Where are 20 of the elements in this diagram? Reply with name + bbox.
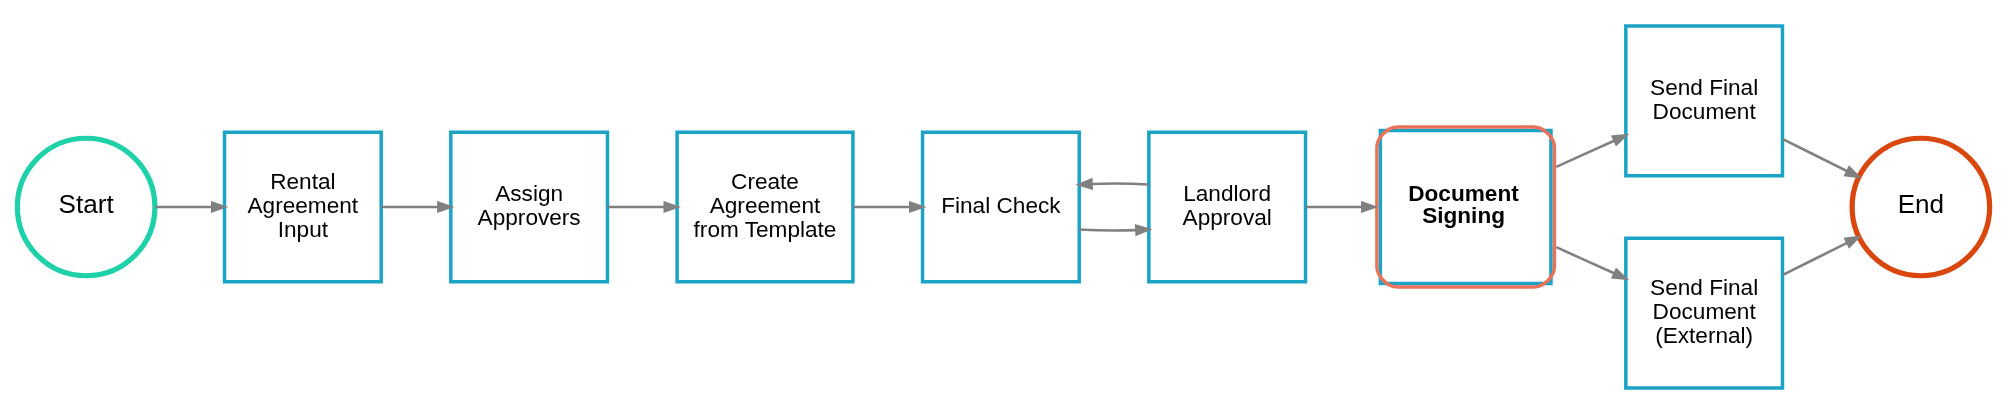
node-box: Assign Approvers: [449, 129, 610, 284]
arrow: [1305, 200, 1379, 213]
arrow: [155, 200, 229, 213]
node-circle: End: [1849, 135, 1993, 278]
arrow: [607, 200, 681, 213]
node-box: Create Agreement from Template: [675, 129, 855, 284]
node-box: Rental Agreement Input: [222, 129, 383, 284]
arrow: [1079, 223, 1153, 236]
arrow: [1782, 235, 1862, 276]
arrow: [1555, 245, 1630, 280]
arrow: [1555, 133, 1630, 168]
node-box: Send Final Document (External): [1624, 236, 1785, 390]
arrow: [1782, 137, 1862, 178]
node-box: Send Final Document: [1624, 23, 1785, 177]
arrow: [1075, 177, 1149, 190]
arrow: [853, 200, 927, 213]
node-box: Final Check: [920, 129, 1081, 284]
node-circle: Start: [14, 135, 158, 278]
node-box: Landlord Approval: [1147, 129, 1308, 284]
arrow: [381, 200, 455, 213]
